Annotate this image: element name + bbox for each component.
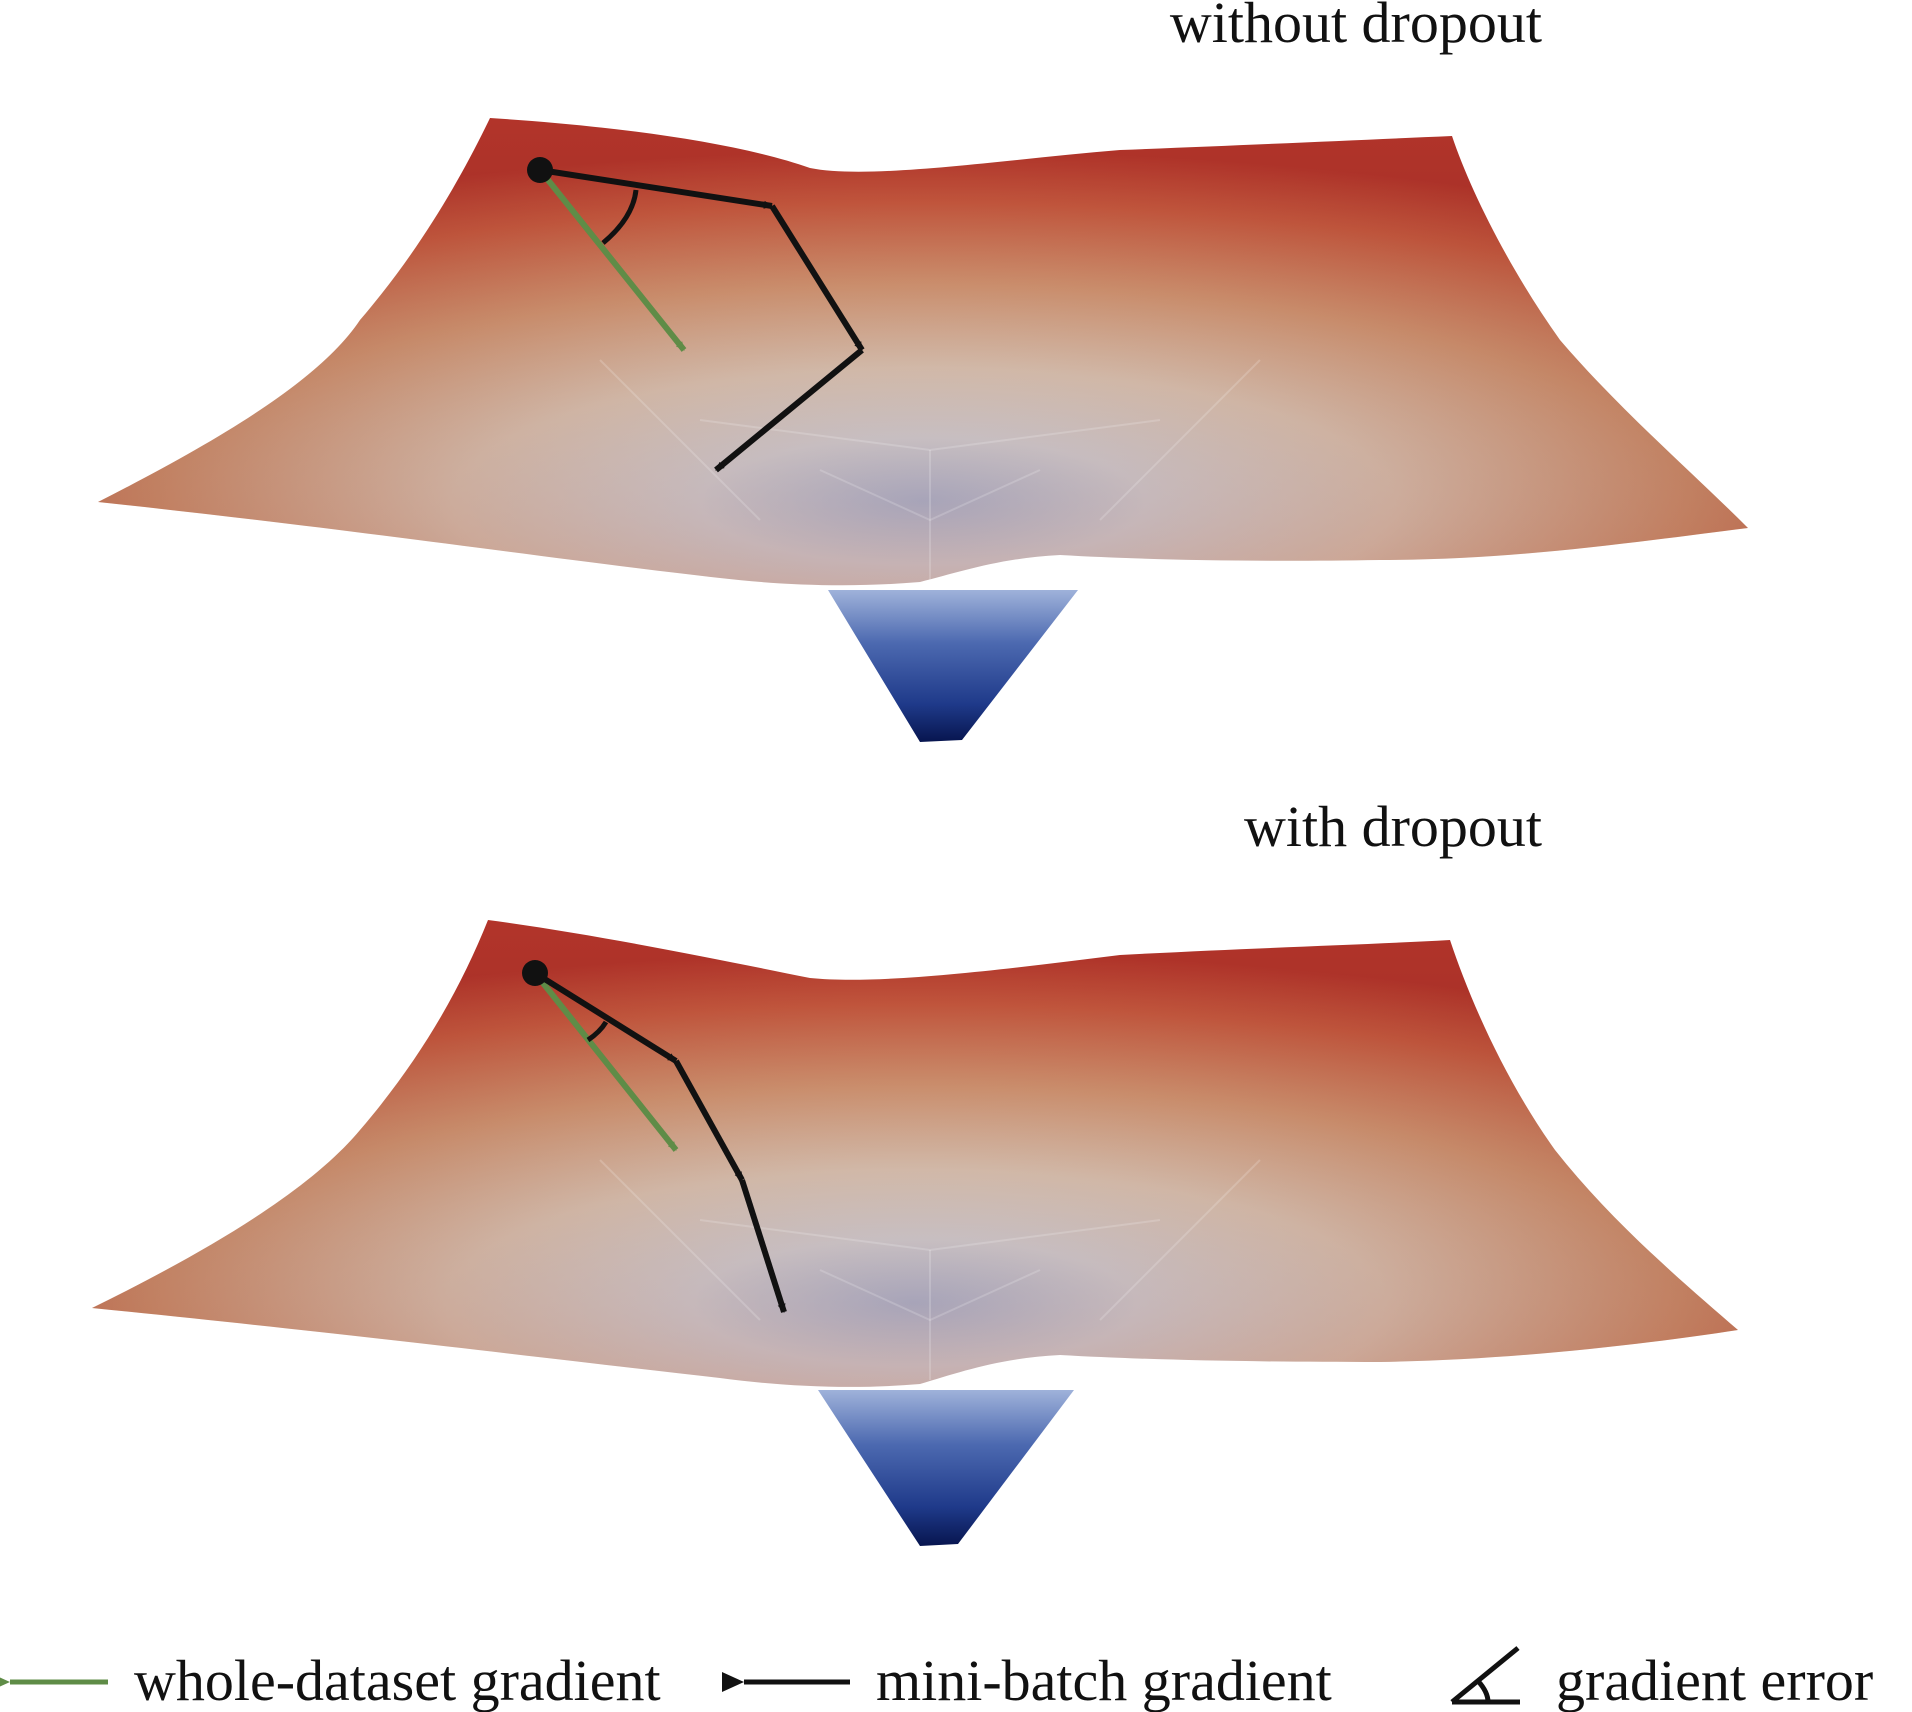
loss-surface-shade bbox=[98, 118, 1748, 586]
start-point bbox=[527, 157, 553, 183]
angle-icon bbox=[1450, 1646, 1520, 1705]
legend: whole-dataset gradient mini-batch gradie… bbox=[0, 1646, 1873, 1712]
panel-with-dropout: with dropout bbox=[92, 794, 1738, 1546]
mini-batch-gradient-step-3 bbox=[739, 1179, 787, 1313]
loss-surface-shade bbox=[92, 920, 1738, 1387]
mini-batch-gradient-path bbox=[539, 167, 773, 209]
surface-facets bbox=[599, 1159, 1261, 1380]
whole-dataset-gradient-arrow bbox=[537, 168, 687, 352]
gradient-error-angle bbox=[601, 189, 639, 245]
loss-funnel bbox=[828, 590, 1078, 742]
panel-without-dropout: without dropout bbox=[98, 0, 1748, 742]
whole-dataset-gradient-arrow bbox=[532, 971, 679, 1152]
start-point bbox=[522, 960, 548, 986]
mini-batch-gradient-path bbox=[533, 970, 678, 1064]
loss-funnel bbox=[818, 1390, 1074, 1546]
mini-batch-gradient-step-2 bbox=[769, 204, 865, 352]
gradient-error-angle bbox=[586, 1020, 609, 1043]
mini-batch-gradient-step-3 bbox=[714, 347, 864, 473]
panel-title-with-dropout: with dropout bbox=[1244, 794, 1542, 859]
mini-batch-gradient-step-2 bbox=[673, 1059, 745, 1182]
legend-gradient-error-label: gradient error bbox=[1556, 1648, 1873, 1712]
legend-whole-dataset-label: whole-dataset gradient bbox=[134, 1648, 661, 1712]
legend-mini-batch-label: mini-batch gradient bbox=[876, 1648, 1332, 1712]
surface-facets bbox=[599, 359, 1261, 580]
panel-title-without-dropout: without dropout bbox=[1170, 0, 1542, 55]
